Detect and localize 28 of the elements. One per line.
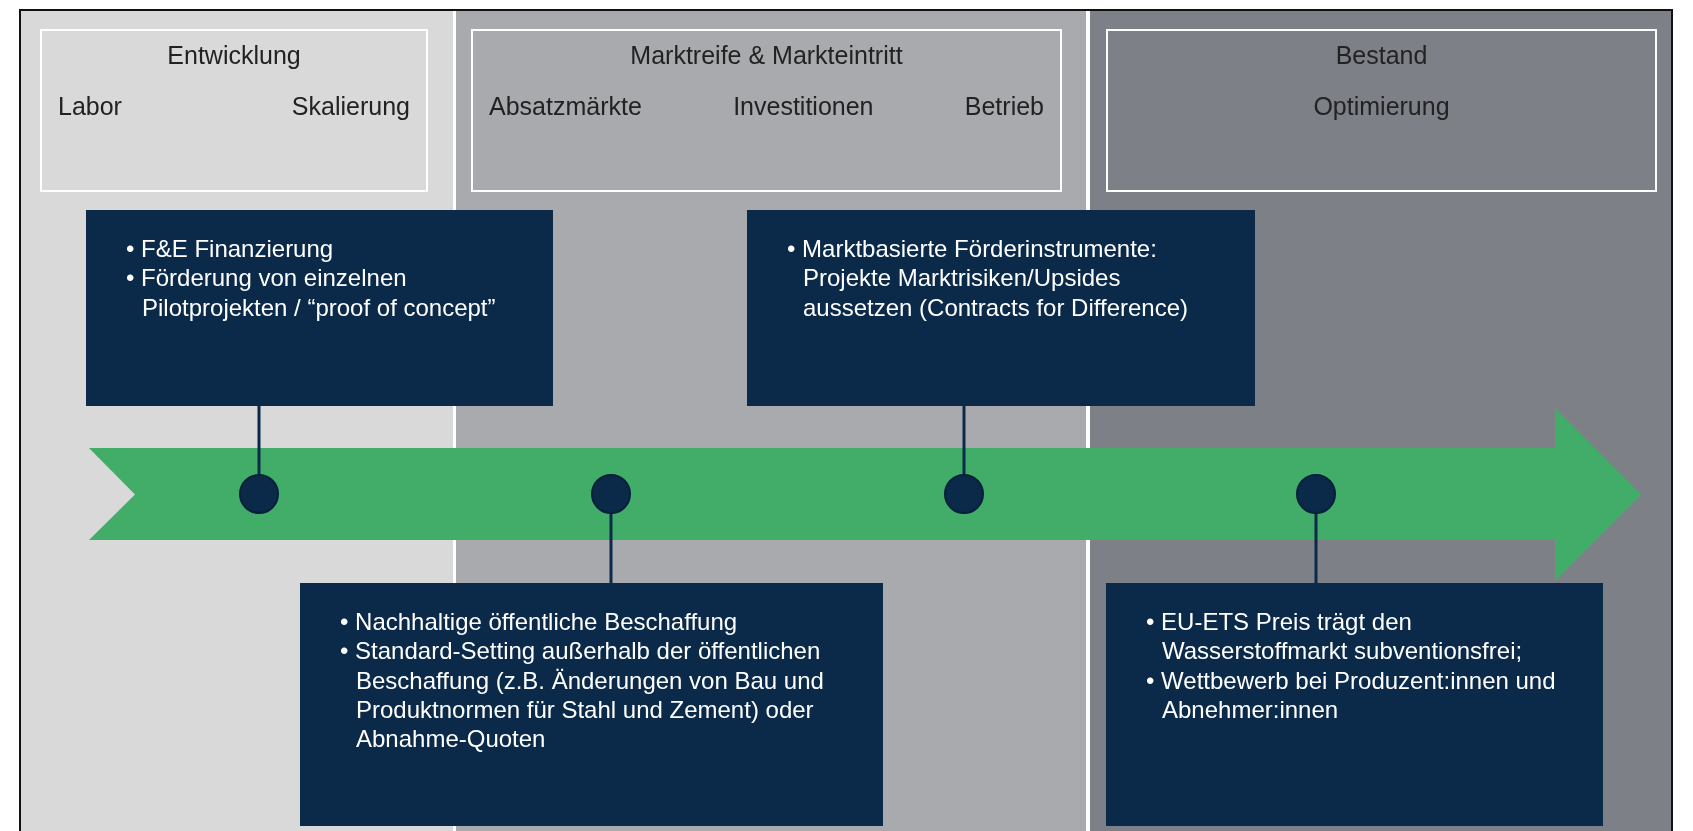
bullet-item: • Marktbasierte Förderinstrumente: Projekte Marktrisiken/Upsides aussetzen (Contracts for Difference) — [787, 234, 1190, 322]
connector-line — [257, 406, 261, 474]
phase-title: Bestand — [1335, 41, 1428, 70]
bullet-item: • Wettbewerb bei Produzent:innen und Abnehmer:innen — [1146, 665, 1557, 725]
stage-label: Labor — [58, 92, 122, 121]
bullet-item: • EU-ETS Preis trägt den Wasserstoffmarkt subventionsfrei; — [1146, 607, 1524, 666]
stage-label: Investitionen — [733, 92, 874, 121]
measure-box — [300, 583, 883, 826]
phase-header-box — [40, 29, 428, 192]
phase-title: Entwicklung — [167, 41, 301, 70]
stage-label: Absatzmärkte — [489, 92, 642, 121]
bullet-item: • Förderung von einzelnen Pilotprojekten / “proof of concept” — [126, 263, 497, 322]
phase-title: Marktreife & Markteintritt — [630, 41, 903, 70]
timeline-arrow — [89, 408, 1641, 581]
stage-label: Optimierung — [1313, 92, 1450, 121]
bullet-item: • F&E Finanzierung — [126, 234, 335, 264]
bullet-item: • Nachhaltige öffentliche Beschaffung — [340, 607, 739, 637]
measure-box — [86, 210, 553, 406]
stage-label: Betrieb — [964, 92, 1044, 121]
measure-box — [747, 210, 1255, 406]
phase-header-box — [1106, 29, 1657, 192]
bullet-item: • Standard-Setting außerhalb der öffentlichen Beschaffung (z.B. Änderungen von Bau und Produktnormen für Stahl und Zement) oder Abnahme-Quoten — [340, 636, 825, 754]
measure-box — [1106, 583, 1603, 826]
phase-header-box — [471, 29, 1062, 192]
stage-label: Skalierung — [291, 92, 410, 121]
connector-line — [609, 514, 613, 583]
connector-line — [962, 406, 966, 474]
connector-line — [1314, 514, 1318, 583]
